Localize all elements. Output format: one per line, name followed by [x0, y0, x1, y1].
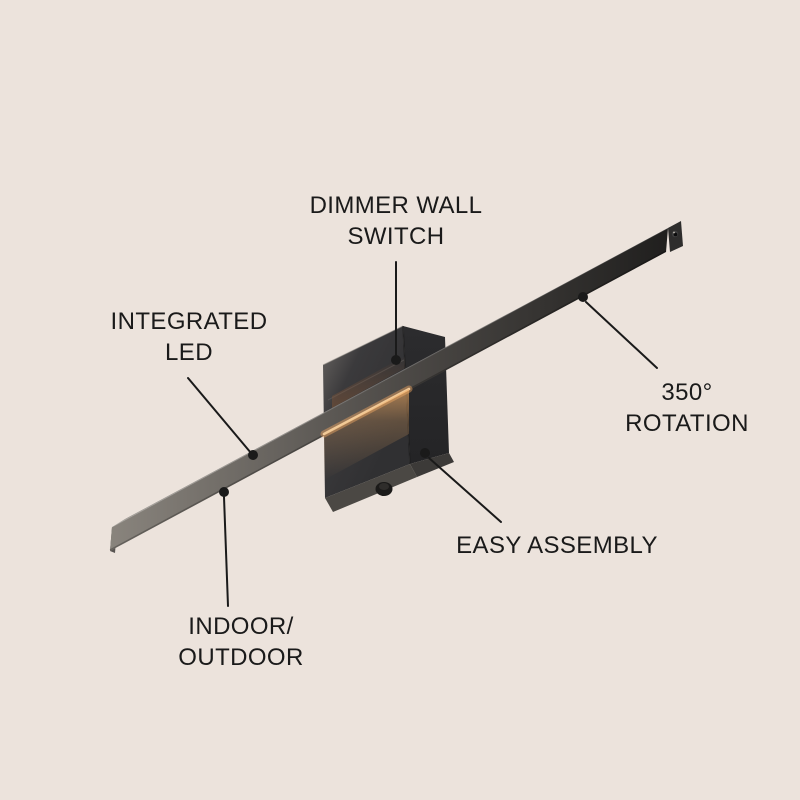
callout-line-integrated-led	[187, 377, 252, 454]
callout-line-easy-assembly	[428, 457, 502, 523]
callout-dot-indoor-outdoor	[219, 487, 229, 497]
callout-label-line: LED	[165, 339, 213, 366]
callout-label-line: EASY ASSEMBLY	[456, 532, 658, 559]
callout-label-line: SWITCH	[347, 223, 445, 250]
callout-label-easy-assembly: EASY ASSEMBLY	[456, 530, 658, 561]
bracket-side-face	[403, 326, 449, 464]
callout-dot-integrated-led	[248, 450, 258, 460]
callout-label-dimmer-wall-switch: DIMMER WALL SWITCH	[310, 190, 483, 252]
callout-label-line: OUTDOOR	[178, 644, 304, 671]
callout-dot-rotation	[578, 292, 588, 302]
callout-dot-dimmer	[391, 355, 401, 365]
callout-label-rotation: 350° ROTATION	[625, 377, 749, 439]
end-cap-screw-glint	[673, 231, 675, 234]
light-bar-ridge-highlight	[111, 227, 669, 528]
callout-label-line: INTEGRATED	[110, 308, 268, 335]
led-glow-below-bar	[324, 389, 409, 480]
led-glow-above-bar	[332, 356, 405, 408]
bracket-bottom-face-right	[410, 453, 454, 477]
callout-label-line: 350°	[661, 379, 713, 406]
callout-label-line: ROTATION	[625, 410, 749, 437]
callout-dot-easy-assembly	[420, 448, 430, 458]
led-strip	[322, 387, 411, 436]
callout-line-indoor-outdoor	[223, 496, 229, 607]
bracket-bottom-face	[325, 464, 417, 512]
callout-label-line: DIMMER WALL	[309, 192, 483, 219]
end-cap-screw-hole	[673, 232, 678, 237]
led-glow	[320, 385, 413, 480]
callout-label-indoor-outdoor: INDOOR/ OUTDOOR	[178, 611, 303, 673]
callout-line-rotation	[585, 301, 658, 369]
callout-label-integrated-led: INTEGRATED LED	[111, 306, 268, 368]
callout-lines	[187, 261, 658, 607]
callout-label-line: INDOOR/	[188, 613, 294, 640]
bracket-knob-highlight	[379, 483, 389, 490]
light-bar-front-face	[110, 228, 668, 551]
bracket-top-edge-highlight	[322, 325, 404, 366]
